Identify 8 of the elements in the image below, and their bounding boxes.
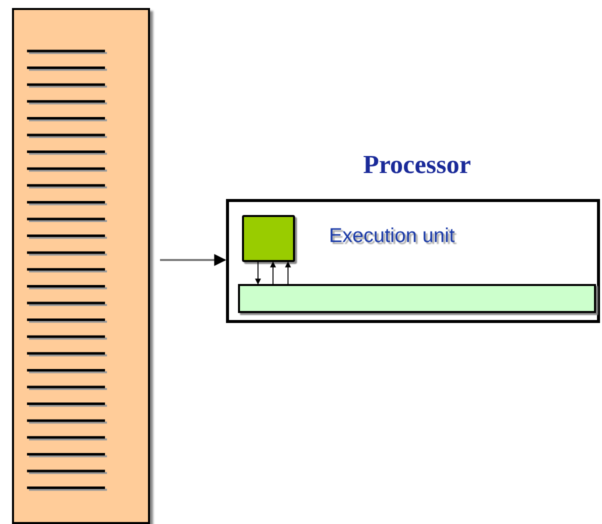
- arrow: [285, 261, 291, 284]
- memory-column: [12, 8, 150, 524]
- arrow: [255, 262, 261, 285]
- arrow: [270, 261, 276, 284]
- register-bar: [238, 284, 596, 313]
- unit-label: Execution unit: [329, 225, 455, 248]
- arrow: [160, 254, 226, 266]
- processor-title: Processor: [362, 150, 472, 180]
